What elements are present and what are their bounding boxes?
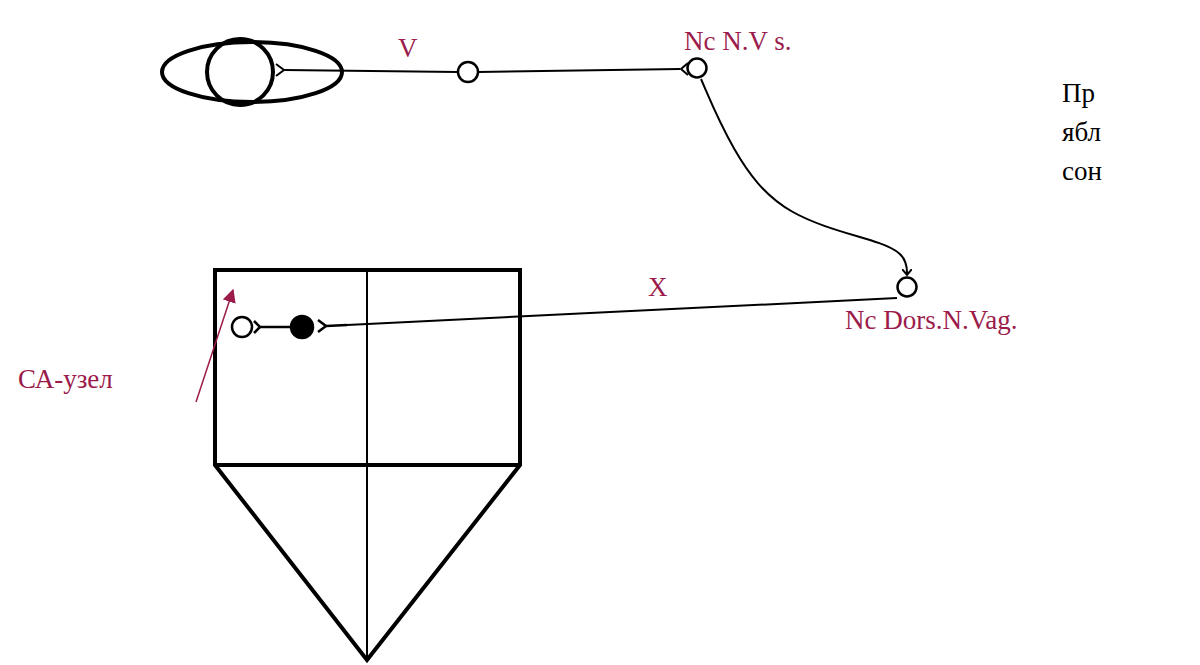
note-text: Пр (1062, 78, 1095, 108)
nerve-pathway (276, 62, 688, 82)
leader-line (196, 290, 233, 402)
nucleus-circle (896, 276, 918, 298)
nucleus-label: Nc Dors.N.Vag. (845, 305, 1017, 335)
note-text: сон (1062, 156, 1102, 186)
structure-label: СА-узел (18, 364, 113, 394)
eye-symbol (162, 39, 342, 105)
nucleus: Nc Dors.N.Vag. (845, 305, 1017, 335)
nerve-label: X (648, 272, 668, 302)
nucleus-label: Nc N.V s. (684, 26, 792, 56)
note-text: ябл (1062, 117, 1101, 147)
nucleus-circle (686, 57, 708, 79)
nucleus: Nc N.V s. (684, 26, 792, 56)
sa-node-symbol (232, 316, 347, 338)
nerve-connection (701, 79, 907, 274)
heart-outline (215, 270, 520, 660)
nerve-label: V (398, 33, 418, 63)
vagus-pathway (347, 298, 897, 325)
